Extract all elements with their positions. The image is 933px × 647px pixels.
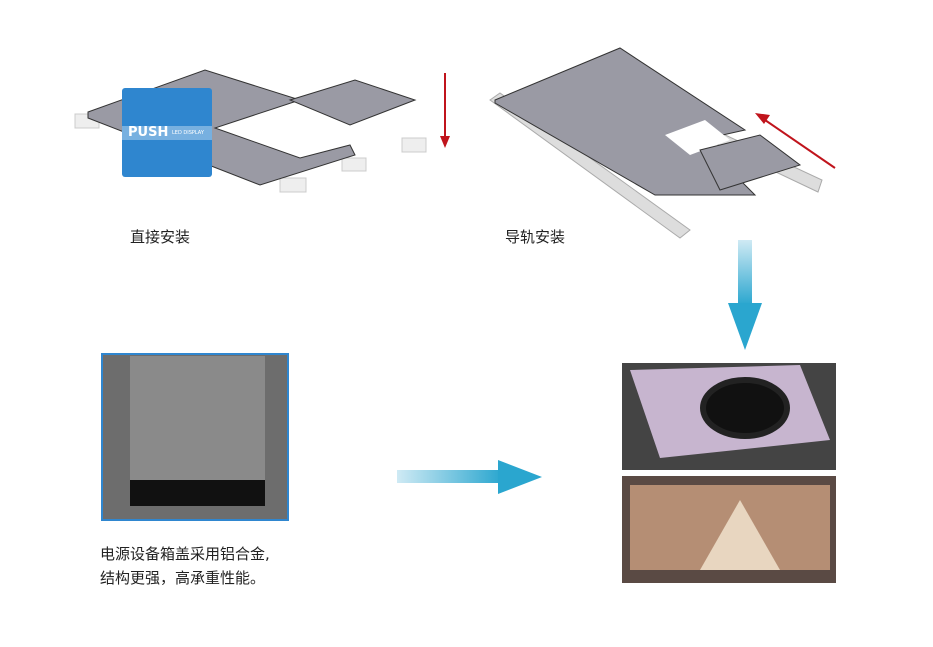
led-floor-photo-top [622, 363, 836, 470]
description-line1: 电源设备箱盖采用铝合金, [100, 545, 270, 563]
rail-install-label: 导轨安装 [505, 228, 566, 246]
description: 电源设备箱盖采用铝合金, 结构更强，高承重性能。 [100, 542, 270, 590]
blue-down-arrow [728, 240, 762, 350]
led-floor-photo-bottom [622, 476, 836, 583]
logo-sub: LED DISPLAY [172, 130, 204, 136]
blue-right-arrow [397, 460, 542, 494]
rail-install-illustration [489, 47, 823, 239]
red-diagonal-arrow [755, 113, 836, 169]
red-down-arrow [440, 73, 450, 148]
logo-brand: PUSH [128, 125, 169, 140]
power-box-photo [101, 353, 289, 521]
description-line2: 结构更强，高承重性能。 [100, 569, 266, 587]
direct-install-label: 直接安装 [130, 228, 191, 246]
push-logo: PUSH LED DISPLAY [122, 88, 212, 177]
